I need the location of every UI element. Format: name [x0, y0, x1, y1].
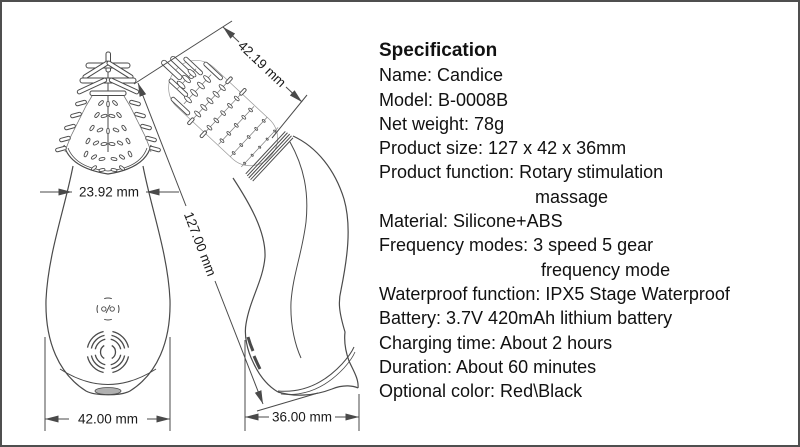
spec-line-frequency-modes: Frequency modes: 3 speed 5 gear [379, 235, 654, 256]
spec-line-product-function-cont: massage [535, 186, 609, 207]
front-body-outline [45, 165, 171, 396]
dimension-label-body-width: 42.00 mm [78, 412, 138, 427]
side-body-bottom [277, 385, 359, 396]
spec-line-product-size: Product size: 127 x 42 x 36mm [379, 138, 627, 159]
side-body-right-edge [292, 135, 359, 389]
spec-line-battery: Battery: 3.7V 420mAh lithium battery [379, 308, 673, 329]
dimension-body-depth: 36.00 mm [244, 340, 360, 431]
spec-line-material: Material: Silicone+ABS [379, 211, 563, 232]
dimension-label-head-length: 42.19 mm [235, 38, 289, 90]
charge-port [94, 387, 122, 395]
side-body-crease [289, 141, 308, 359]
spec-line-model: Model: B-0008B [379, 89, 509, 110]
spec-line-name: Name: Candice [379, 65, 504, 86]
rotary-button-icon [86, 330, 130, 374]
side-view-drawing [161, 55, 359, 396]
dimension-head-tip-width: 23.92 mm [40, 185, 179, 200]
spec-line-net-weight: Net weight: 78g [379, 113, 505, 134]
dimension-body-width: 42.00 mm [44, 337, 171, 431]
front-head-nubs [83, 100, 133, 172]
front-view-drawing [45, 51, 171, 396]
spec-line-frequency-modes-cont: frequency mode [541, 259, 671, 280]
side-collar-band [245, 131, 294, 182]
spec-line-optional-color: Optional color: Red\Black [379, 381, 583, 402]
spec-line-product-function: Product function: Rotary stimulation [379, 162, 664, 183]
specification-title: Specification [379, 40, 498, 61]
spec-line-charging-time: Charging time: About 2 hours [379, 332, 613, 353]
side-head [161, 55, 294, 182]
power-button-icon [96, 297, 120, 321]
dimension-label-body-depth: 36.00 mm [272, 410, 332, 425]
dimension-label-head-tip-width: 23.92 mm [79, 185, 139, 200]
spec-line-duration: Duration: About 60 minutes [379, 356, 597, 377]
specification-panel: Specification Name: Candice Model: B-000… [379, 39, 797, 403]
side-body-left-edge [232, 177, 279, 393]
front-head-spikes [55, 51, 161, 153]
dimension-label-total-length: 127.00 mm [181, 210, 219, 278]
spec-line-waterproof: Waterproof function: IPX5 Stage Waterpro… [379, 283, 730, 304]
